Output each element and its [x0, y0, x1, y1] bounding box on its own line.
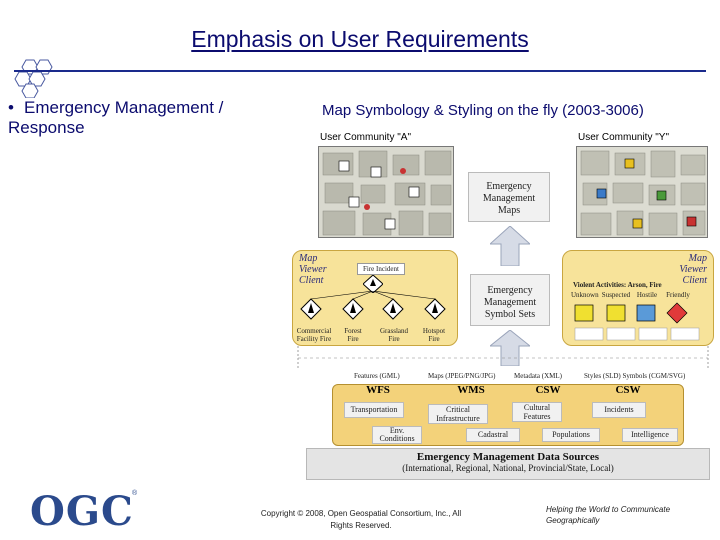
copyright: Copyright © 2008, Open Geospatial Consor…: [246, 508, 476, 532]
data-layer: Intelligence: [622, 428, 678, 442]
service-csw: CSW: [615, 384, 641, 396]
fire-type-label: Hotspot Fire: [422, 327, 446, 343]
data-layer: Populations: [542, 428, 600, 442]
service-wfs: WFS: [366, 384, 390, 396]
bullet-dot: •: [8, 98, 14, 117]
symbol-sets-line-1: Emergency: [487, 285, 533, 296]
bullet-text: Emergency Management / Response: [8, 98, 224, 137]
slide-title: Emphasis on User Requirements: [191, 26, 529, 52]
left-client-line-1: Map: [299, 253, 318, 264]
hexagon-cluster-icon: [14, 59, 53, 98]
street-map-image: [319, 147, 453, 237]
community-y-label: User Community "Y": [578, 132, 670, 143]
encoding-features: Features (GML): [354, 372, 400, 380]
copyright-line-2: Rights Reserved.: [330, 521, 392, 530]
violent-symbols: [574, 302, 688, 324]
left-map-viewer-panel: Map Viewer Client Fire Incident Commerci…: [292, 250, 458, 346]
data-sources-title: Emergency Management Data Sources: [416, 451, 600, 463]
maps-line-3: Maps: [497, 205, 521, 216]
service-csw: CSW: [535, 384, 561, 396]
data-layer: Critical Infrastructure: [428, 404, 488, 424]
encoding-styles: Styles (SLD) Symbols (CGM/SVG): [584, 372, 686, 380]
bullet-item: •Emergency Management / Response: [8, 98, 288, 138]
data-sources-band: Emergency Management Data Sources (Inter…: [306, 448, 710, 480]
fire-symbol-icon: [363, 275, 383, 293]
service-connectors: [297, 346, 709, 370]
fire-incident-label: Fire Incident: [357, 263, 405, 275]
community-a-label: User Community "A": [320, 132, 412, 143]
community-a-map: [318, 146, 454, 238]
maps-line-1: Emergency: [486, 181, 532, 192]
symbol-legend-row: [573, 327, 705, 341]
violent-col-label: Hostile: [636, 291, 658, 299]
data-layer: Env. Conditions: [372, 426, 422, 444]
violent-activities-header: Violent Activities: Arson, Fire: [573, 281, 662, 289]
data-layer: Cadastral: [466, 428, 520, 442]
encoding-metadata: Metadata (XML): [514, 372, 563, 380]
community-y-map: [576, 146, 708, 238]
violent-col-label: Unknown: [571, 291, 599, 299]
service-wms: WMS: [457, 384, 485, 396]
data-layer: Cultural Features: [512, 402, 562, 422]
violent-col-label: Suspected: [601, 291, 631, 299]
right-client-line-2: Viewer: [679, 264, 707, 275]
left-client-line-2: Viewer: [299, 264, 327, 275]
right-client-line-3: Client: [682, 275, 707, 286]
legend-swatches: [574, 327, 700, 341]
emergency-maps-box: Emergency Management Maps: [468, 172, 550, 222]
street-map-image: [577, 147, 707, 237]
tagline: Helping the World to Communicate Geograp…: [546, 504, 670, 526]
registered-mark-icon: ®: [132, 490, 138, 497]
symbol-sets-line-3: Symbol Sets: [484, 309, 536, 320]
data-layer: Transportation: [344, 402, 404, 418]
tagline-line-2: Geographically: [546, 516, 600, 525]
right-map-viewer-panel: Map Viewer Client Violent Activities: Ar…: [562, 250, 714, 346]
up-arrow-icon: [490, 226, 530, 266]
encoding-maps: Maps (JPEG/PNG/JPG): [428, 372, 496, 380]
left-client-label: Map Viewer Client: [299, 253, 327, 286]
violent-col-label: Friendly: [666, 291, 690, 299]
fire-type-label: Grassland Fire: [380, 327, 408, 343]
tagline-line-1: Helping the World to Communicate: [546, 505, 671, 514]
data-layer: Incidents: [592, 402, 646, 418]
left-client-line-3: Client: [299, 275, 324, 286]
right-client-label: Map Viewer Client: [679, 253, 707, 286]
fire-types-symbols: [300, 291, 446, 320]
maps-line-2: Management: [482, 193, 536, 204]
title-underline-rule: [14, 70, 706, 72]
fire-type-label: Forest Fire: [344, 327, 362, 343]
diagram-subtitle: Map Symbology & Styling on the fly (2003…: [322, 102, 644, 119]
up-arrow-icon: [490, 330, 530, 366]
ogc-logo: OGC: [30, 488, 134, 535]
copyright-line-1: Copyright © 2008, Open Geospatial Consor…: [260, 509, 462, 518]
symbol-sets-box: Emergency Management Symbol Sets: [470, 274, 550, 326]
right-client-line-1: Map: [688, 253, 707, 264]
data-sources-subtitle: (International, Regional, National, Prov…: [402, 463, 614, 473]
symbol-sets-line-2: Management: [483, 297, 537, 308]
fire-type-label: Commercial Facility Fire: [296, 327, 332, 343]
